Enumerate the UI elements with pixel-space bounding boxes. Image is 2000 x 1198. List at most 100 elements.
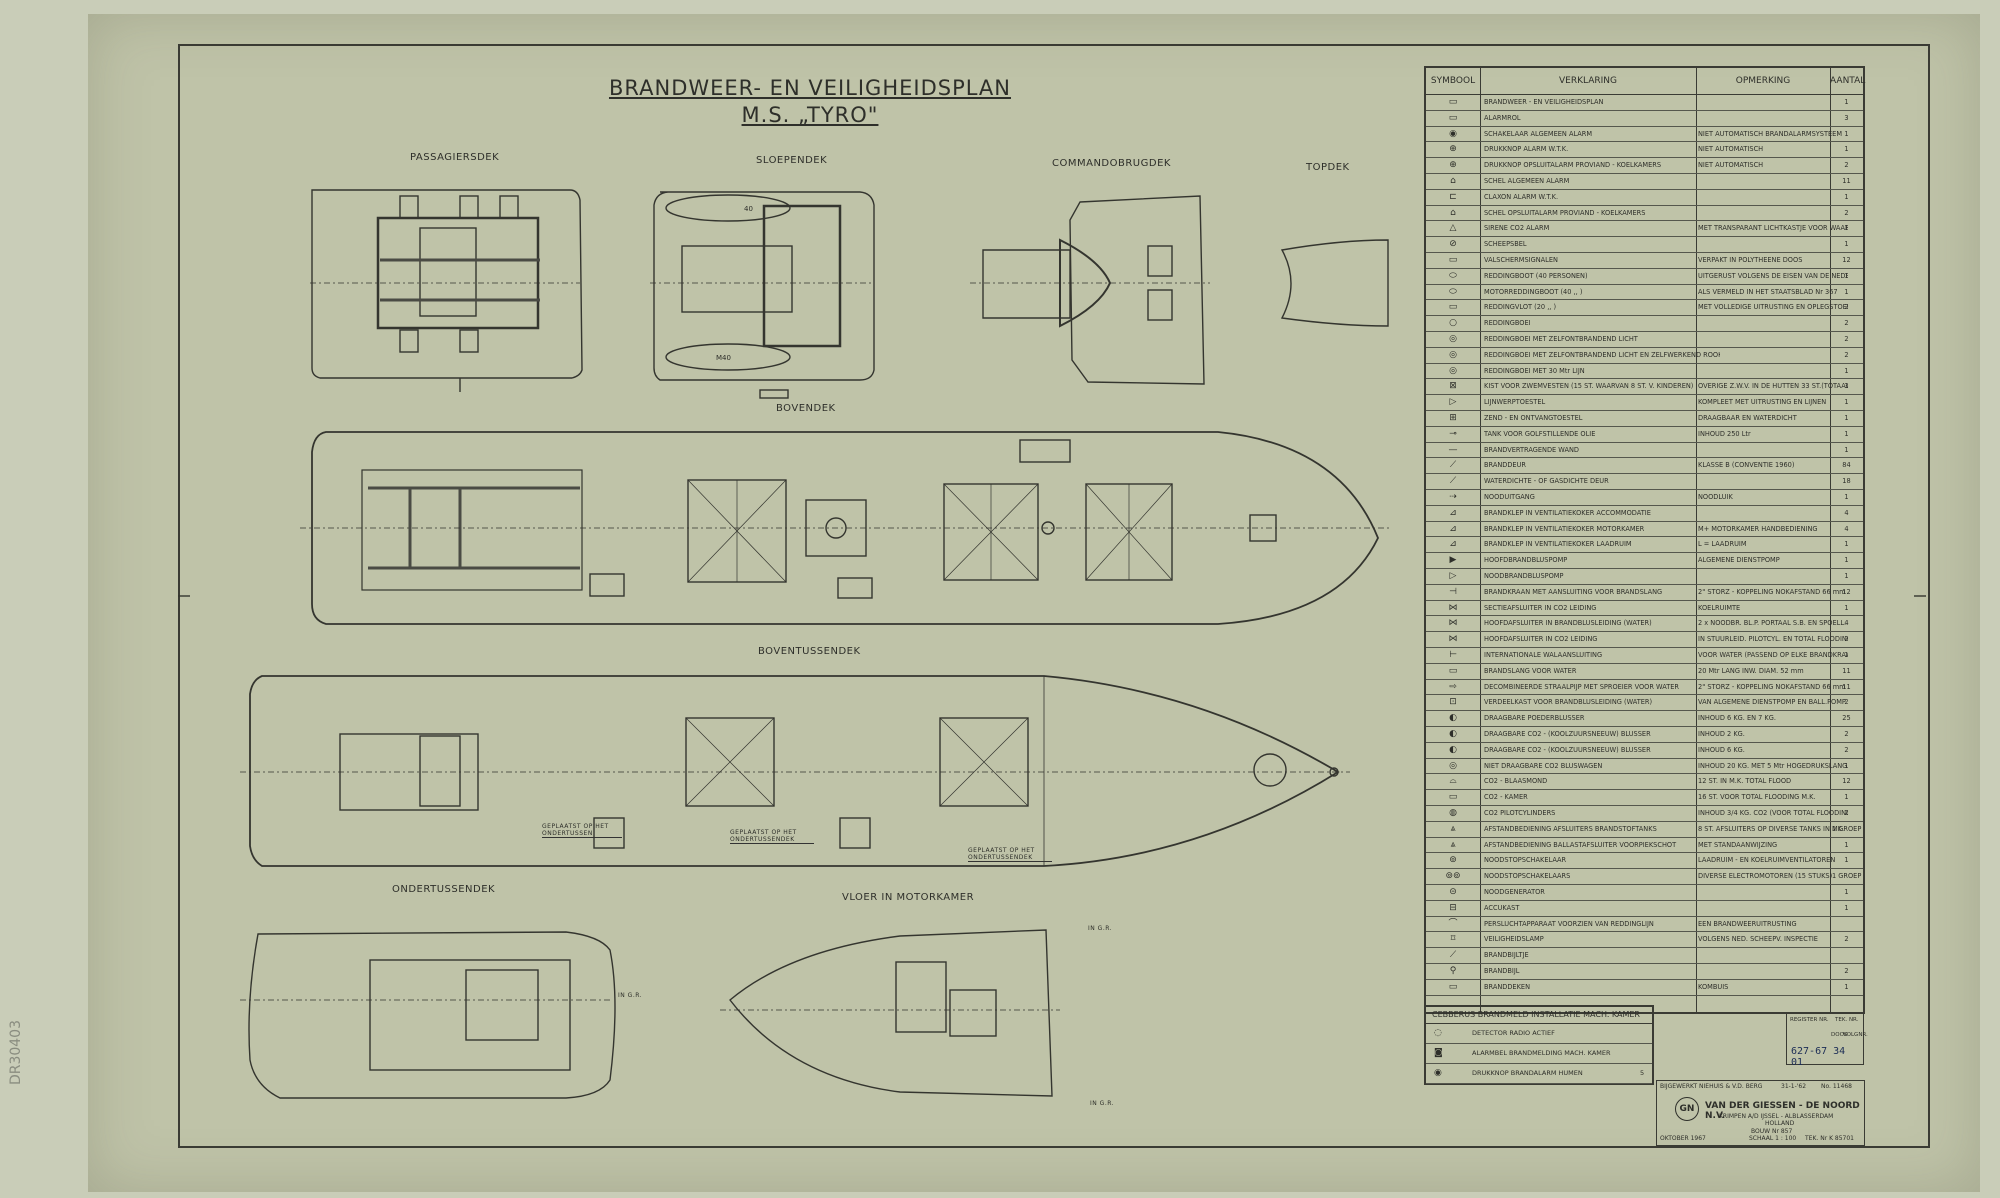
label-commandobrugdek: COMMANDOBRUGDEK	[1052, 158, 1171, 169]
legend-symbol: ⇨	[1449, 681, 1457, 692]
legend-verklaring: SIRENE CO2 ALARM	[1484, 224, 1550, 233]
legend-opmerking: 8 ST. AFSLUITERS OP DIVERSE TANKS IN MK.	[1698, 824, 1845, 833]
legend-verklaring: INTERNATIONALE WALAANSLUITING	[1484, 651, 1603, 659]
legend-symbol: ⊿	[1449, 539, 1457, 550]
bijgewerkt: BIJGEWERKT NIEHUIS & V.D. BERG	[1660, 1083, 1763, 1090]
legend-verklaring: NOODUITGANG	[1484, 493, 1535, 501]
legend-row: ⊕DRUKKNOP OPSLUITALARM PROVIAND - KOELKA…	[1426, 157, 1863, 174]
legend-header-opmerking: OPMERKING	[1696, 68, 1830, 95]
legend-symbol: ◉	[1449, 128, 1457, 139]
title-block: BIJGEWERKT NIEHUIS & V.D. BERG 31-1-'62 …	[1656, 1080, 1865, 1146]
legend-row: ⬭REDDINGBOOT (40 PERSONEN)UITGERUST VOLG…	[1426, 268, 1863, 285]
legend-verklaring: SECTIEAFSLUITER IN CO2 LEIDING	[1484, 603, 1597, 612]
legend-row: ◎REDDINGBOEI MET ZELFONTBRANDEND LICHT E…	[1426, 347, 1863, 364]
legend-opmerking: INHOUD 250 Ltr	[1698, 429, 1751, 438]
legend-table: SYMBOOL VERKLARING OPMERKING AANTAL ▭BRA…	[1424, 66, 1865, 1014]
legend-verklaring: BRANDKLEP IN VENTILATIEKOKER ACCOMMODATI…	[1484, 508, 1651, 517]
legend-header-verklaring: VERKLARING	[1480, 68, 1696, 95]
cerberus-table: CEBBERUS BRANDMELD INSTALLATIE MACH. KAM…	[1424, 1005, 1654, 1085]
plan-boventussendek	[240, 675, 1350, 867]
legend-aantal: 18	[1842, 477, 1851, 486]
legend-opmerking: VOLGENS NED. SCHEEPV. INSPECTIE	[1698, 935, 1818, 944]
label-vloer-motorkamer: VLOER IN MOTORKAMER	[842, 892, 975, 903]
legend-opmerking: MET STANDAANWIJZING	[1698, 840, 1778, 849]
legend-aantal: 2	[1844, 319, 1849, 328]
legend-opmerking: INHOUD 6 KG. EN 7 KG.	[1698, 714, 1776, 723]
label-ondertussendek: ONDERTUSSENDEK	[392, 884, 496, 895]
legend-symbol: ⊿	[1449, 507, 1457, 518]
legend-opmerking: KLASSE B (CONVENTIE 1960)	[1698, 461, 1795, 470]
legend-opmerking: VAN ALGEMENE DIENSTPOMP EN BALL.POMP	[1698, 698, 1846, 707]
legend-symbol: ▭	[1448, 981, 1458, 992]
note-geplaatst-1: GEPLAATST OP HET ONDERTUSSEN	[542, 823, 622, 838]
legend-symbol: ⩓	[1450, 839, 1456, 850]
label-sloependek: SLOEPENDEK	[756, 155, 828, 166]
legend-verklaring: REDDINGBOEI	[1484, 319, 1531, 328]
legend-verklaring: CO2 PILOTCYLINDERS	[1484, 809, 1556, 817]
legend-aantal: 4	[1844, 524, 1849, 533]
legend-symbol: —	[1448, 444, 1458, 455]
legend-aantal: 2	[1844, 335, 1849, 343]
legend-verklaring: PERSLUCHTAPPARAAT VOORZIEN VAN REDDINGLI…	[1484, 919, 1654, 928]
schaal: SCHAAL 1 : 100	[1749, 1135, 1797, 1142]
legend-verklaring: BRANDKLEP IN VENTILATIEKOKER LAADRUIM	[1484, 540, 1632, 549]
label-topdek: TOPDEK	[1306, 162, 1350, 173]
legend-symbol: ⋈	[1448, 602, 1458, 613]
drawing-no: No. 11468	[1821, 1083, 1852, 1090]
cerberus-title: CEBBERUS BRANDMELD INSTALLATIE MACH. KAM…	[1426, 1007, 1652, 1024]
shipyard-place: KRIMPEN A/D IJSSEL - ALBLASSERDAM	[1719, 1113, 1834, 1120]
legend-opmerking: EEN BRANDWEERUITRUSTING	[1698, 919, 1797, 928]
legend-symbol: △	[1449, 223, 1457, 234]
legend-symbol: ⟋	[1449, 476, 1457, 487]
note-geplaatst-2: GEPLAATST OP HET ONDERTUSSENDEK	[730, 829, 814, 844]
legend-aantal: 1	[1844, 793, 1849, 802]
legend-symbol: ⚲	[1449, 966, 1457, 976]
legend-verklaring: VEILIGHEIDSLAMP	[1484, 935, 1544, 944]
legend-aantal: 1	[1844, 572, 1849, 580]
legend-verklaring: ZEND - EN ONTVANGTOESTEL	[1484, 414, 1583, 422]
legend-symbol: ▶	[1449, 555, 1457, 566]
legend-symbol: ⊞	[1449, 413, 1457, 423]
doos-label: DOOS	[1831, 1032, 1848, 1038]
legend-verklaring: BRANDBIJLTJE	[1484, 951, 1529, 960]
legend-verklaring: HOOFDAFSLUITER IN BRANDBLUSLEIDING (WATE…	[1484, 619, 1652, 628]
legend-row: ◐DRAAGBARE CO2 - (KOOLZUURSNEEUW) BLUSSE…	[1426, 742, 1863, 759]
legend-symbol: ◎	[1449, 365, 1457, 376]
legend-symbol: ⊕	[1449, 160, 1457, 171]
legend-aantal: 1	[1844, 224, 1849, 233]
legend-opmerking: INHOUD 6 KG.	[1698, 745, 1745, 754]
legend-aantal: 3	[1844, 382, 1849, 391]
legend-verklaring: SCHEEPSBEL	[1484, 240, 1527, 249]
legend-symbol: ◎	[1449, 334, 1457, 344]
legend-verklaring: VERDEELKAST VOOR BRANDBLUSLEIDING (WATER…	[1484, 698, 1653, 707]
legend-row: ⌂SCHEL OPSLUITALARM PROVIAND - KOELKAMER…	[1426, 205, 1863, 222]
legend-row: ◐DRAAGBARE CO2 - (KOOLZUURSNEEUW) BLUSSE…	[1426, 726, 1863, 743]
bouw-nr: BOUW Nr 857	[1751, 1128, 1793, 1135]
legend-verklaring: REDDINGBOEI MET ZELFONTBRANDEND LICHT	[1484, 335, 1638, 343]
legend-opmerking: NOODLUIK	[1698, 493, 1733, 501]
plan-sloependek	[650, 191, 875, 399]
legend-row: ⊏CLAXON ALARM W.T.K.1	[1426, 189, 1863, 206]
legend-verklaring: BRANDBIJL	[1484, 967, 1520, 975]
legend-aantal: 1	[1844, 982, 1849, 991]
plan-bovendek	[300, 431, 1390, 625]
ship-name: M.S. „TYRO"	[741, 103, 879, 127]
bijgewerkt-date: 31-1-'62	[1781, 1083, 1807, 1090]
label-boventussendek: BOVENTUSSENDEK	[758, 646, 861, 657]
plan-topdek	[1280, 239, 1389, 327]
legend-verklaring: REDDINGBOOT (40 PERSONEN)	[1484, 271, 1588, 280]
legend-opmerking: ALS VERMELD IN HET STAATSBLAD Nr 367	[1698, 287, 1838, 296]
legend-symbol: ◎	[1449, 760, 1457, 771]
legend-verklaring: ACCUKAST	[1484, 903, 1520, 912]
legend-opmerking: DRAAGBAAR EN WATERDICHT	[1698, 414, 1797, 422]
legend-symbol: ▭	[1448, 302, 1458, 313]
